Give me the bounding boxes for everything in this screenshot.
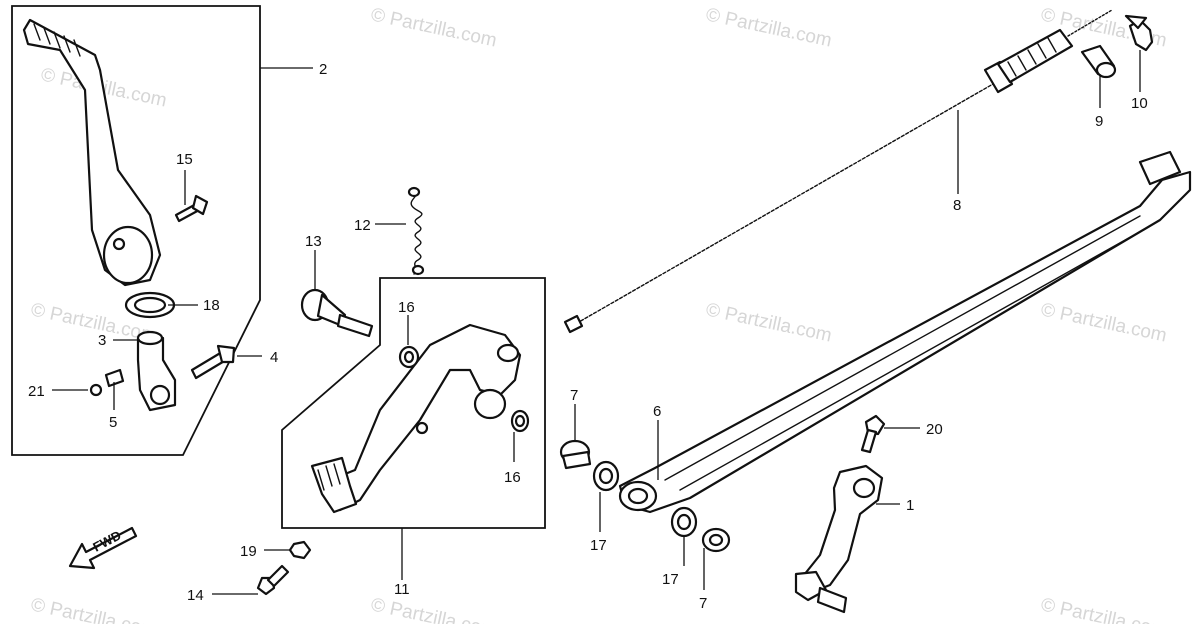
callout-16b: 16 (504, 469, 521, 486)
callout-14: 14 (187, 587, 204, 604)
callout-7a: 7 (570, 387, 578, 404)
bolt-5 (104, 368, 125, 388)
callout-8: 8 (953, 197, 961, 214)
nut-19 (288, 540, 312, 560)
bolt-4 (190, 344, 236, 380)
callouts: 2 15 18 3 4 21 5 12 13 16 16 11 19 14 7 … (28, 61, 1148, 612)
watermark: © Partzilla.com (369, 4, 499, 51)
callout-3: 3 (98, 332, 106, 349)
fwd-arrow: FWD (68, 526, 138, 570)
callout-11: 11 (394, 581, 410, 598)
kickstarter-group-box (11, 5, 261, 456)
bolt-14 (256, 564, 290, 596)
watermark: © Partzilla.com (704, 299, 834, 346)
watermark: © Partzilla.com (29, 594, 159, 624)
callout-12: 12 (354, 217, 371, 234)
callout-17b: 17 (662, 571, 679, 588)
watermark: © Partzilla.com (369, 594, 499, 624)
wing-nut-10 (1124, 14, 1154, 52)
callout-7b: 7 (699, 595, 707, 612)
callout-5: 5 (109, 414, 117, 431)
washer-16a (398, 345, 420, 369)
cable-8 (563, 9, 1113, 334)
spring-12 (407, 186, 425, 276)
brake-rod-6 (618, 150, 1192, 514)
bearing-17b (670, 506, 698, 538)
callout-1: 1 (906, 497, 914, 514)
bolt-20 (860, 414, 886, 454)
callout-18: 18 (203, 297, 220, 314)
brake-pedal-11 (310, 323, 522, 514)
callout-9: 9 (1095, 113, 1103, 130)
callout-4: 4 (270, 349, 278, 366)
ball-21 (89, 383, 103, 397)
collar-9 (1080, 44, 1117, 79)
kick-starter-arm (22, 18, 162, 287)
watermark: © Partzilla.com (1039, 299, 1169, 346)
seal-18 (124, 291, 176, 319)
washer-16b (510, 409, 530, 433)
callout-19: 19 (240, 543, 257, 560)
bearing-17a (592, 460, 620, 492)
callout-2: 2 (319, 61, 327, 78)
callout-17a: 17 (590, 537, 607, 554)
callout-10: 10 (1131, 95, 1148, 112)
watermark: © Partzilla.com (1039, 594, 1169, 624)
callout-16a: 16 (398, 299, 415, 316)
brake-arm-1 (794, 464, 884, 614)
callout-13: 13 (305, 233, 322, 250)
callout-20: 20 (926, 421, 943, 438)
callout-6: 6 (653, 403, 661, 420)
brake-pedal-group-box (281, 277, 546, 529)
watermark: © Partzilla.com (704, 4, 834, 51)
bolt-15 (174, 194, 209, 223)
callout-15: 15 (176, 151, 193, 168)
kick-starter-spindle (136, 330, 177, 412)
collar-7a (559, 439, 592, 470)
pivot-bolt-13 (300, 288, 374, 338)
leader-lines (52, 50, 1141, 595)
collar-7b (701, 527, 731, 553)
callout-21: 21 (28, 383, 45, 400)
